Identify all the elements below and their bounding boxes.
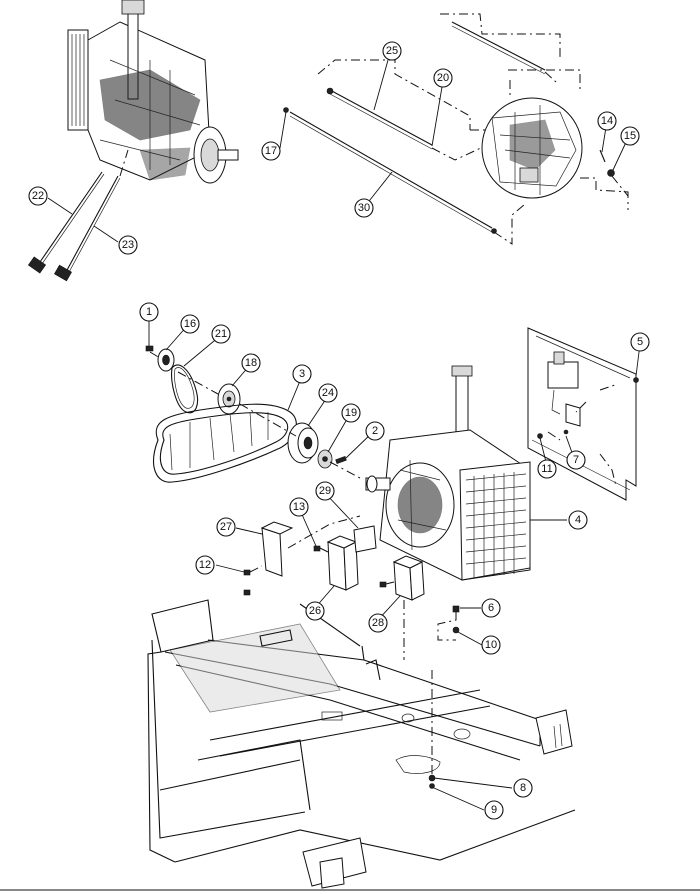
callout-20: 20 (433, 68, 453, 88)
callout-13: 13 (289, 497, 309, 517)
callout-label: 5 (637, 336, 643, 348)
callout-7: 7 (566, 450, 586, 470)
pulley-16 (157, 348, 175, 372)
callout-24: 24 (318, 383, 338, 403)
callout-leaders (47, 52, 641, 811)
callout-label: 24 (322, 387, 334, 399)
callout-label: 26 (309, 605, 321, 617)
callout-26: 26 (305, 601, 325, 621)
callout-label: 18 (245, 357, 257, 369)
mount-bracket-27 (260, 521, 294, 577)
pulley-18 (217, 383, 241, 415)
engine-assembly-4 (365, 365, 531, 581)
callout-1: 1 (139, 302, 159, 322)
pulley-24 (287, 422, 319, 464)
callout-label: 23 (122, 239, 134, 251)
callout-label: 8 (520, 782, 526, 794)
callout-label: 11 (541, 463, 552, 475)
callout-22: 22 (28, 186, 48, 206)
callout-2: 2 (365, 421, 385, 441)
callout-11: 11 (537, 459, 557, 479)
callout-label: 2 (372, 425, 378, 437)
callout-6: 6 (481, 598, 501, 618)
callout-29: 29 (315, 481, 335, 501)
battery-cable-23 (54, 175, 121, 282)
callout-label: 16 (184, 318, 196, 330)
callout-label: 25 (386, 45, 398, 57)
callout-8: 8 (513, 778, 533, 798)
rod-top (451, 21, 546, 75)
callout-19: 19 (341, 403, 361, 423)
callout-18: 18 (241, 353, 261, 373)
bolt-1 (145, 345, 154, 352)
callout-27: 27 (216, 517, 236, 537)
callout-label: 20 (437, 72, 449, 84)
callout-15: 15 (620, 126, 640, 146)
callout-label: 21 (215, 328, 227, 340)
belt-21 (171, 364, 199, 414)
callout-label: 17 (265, 145, 277, 157)
callout-16: 16 (180, 314, 200, 334)
callout-5: 5 (630, 332, 650, 352)
callout-label: 7 (573, 454, 579, 466)
callout-label: 13 (293, 501, 305, 513)
callout-label: 22 (32, 190, 44, 202)
rod-25 (326, 87, 433, 150)
callout-label: 9 (491, 804, 497, 816)
callout-label: 15 (624, 130, 636, 142)
callout-label: 27 (220, 521, 232, 533)
clip-14-15 (599, 149, 615, 177)
key-2 (335, 456, 347, 464)
callout-label: 3 (299, 368, 305, 380)
callout-label: 4 (575, 514, 581, 526)
callout-label: 19 (345, 407, 357, 419)
callout-17: 17 (261, 141, 281, 161)
battery-cable-22 (27, 171, 105, 274)
callout-12: 12 (195, 555, 215, 575)
callout-label: 6 (488, 602, 494, 614)
callout-30: 30 (354, 198, 374, 218)
callout-23: 23 (118, 235, 138, 255)
callout-label: 1 (146, 306, 152, 318)
callout-4: 4 (568, 510, 588, 530)
callout-label: 14 (601, 115, 613, 127)
callout-21: 21 (211, 324, 231, 344)
callout-3: 3 (292, 364, 312, 384)
callout-9: 9 (484, 800, 504, 820)
callout-label: 28 (372, 617, 384, 629)
control-panel-5 (527, 327, 639, 501)
callout-label: 29 (319, 485, 331, 497)
callout-label: 12 (199, 559, 211, 571)
callout-label: 10 (485, 639, 497, 651)
callout-28: 28 (368, 613, 388, 633)
mount-bracket-26 (326, 535, 359, 591)
rod-30 (283, 107, 497, 234)
callout-label: 30 (358, 202, 370, 214)
base-frame (0, 599, 700, 891)
callout-10: 10 (481, 635, 501, 655)
plate-29 (353, 525, 377, 553)
mount-bracket-28 (392, 555, 425, 601)
callout-25: 25 (382, 41, 402, 61)
detail-magnified-view (481, 97, 583, 199)
belt-3 (153, 403, 297, 483)
callout-14: 14 (597, 111, 617, 131)
hub-19 (317, 449, 333, 469)
engine-top-view (67, 0, 239, 184)
